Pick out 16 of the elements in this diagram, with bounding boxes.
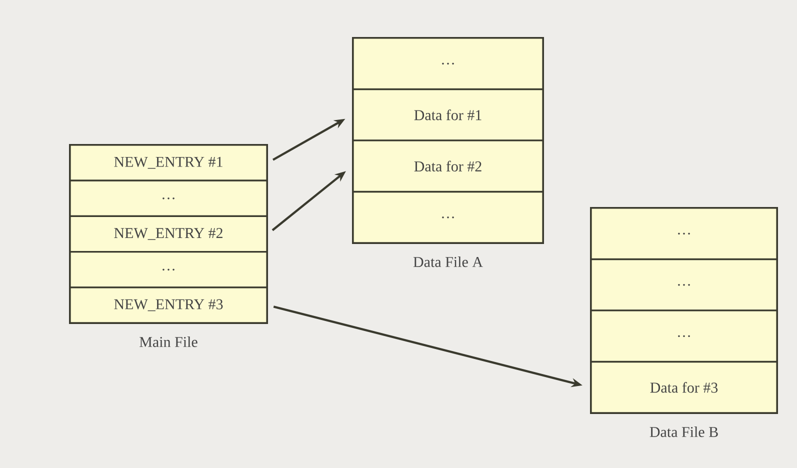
table-cell: NEW_ENTRY #3 [69,286,268,324]
table-cell: … [69,180,268,217]
stack-caption: Data File B [650,426,718,438]
table-cell: NEW_ENTRY #1 [69,144,268,182]
stack-caption: Main File [140,336,198,348]
table-cell: NEW_ENTRY #2 [69,215,268,253]
table-cell: Data for #3 [590,360,778,414]
table-cell: Data for #1 [352,88,544,142]
table-cell: … [590,207,778,260]
table-cell: … [590,310,778,362]
table-cell: Data for #2 [352,140,544,193]
table-cell: … [69,250,268,288]
table-cell: … [590,258,778,312]
stack-caption: Data File A [413,256,483,268]
table-cell: … [352,37,544,90]
table-cell: … [352,190,544,244]
